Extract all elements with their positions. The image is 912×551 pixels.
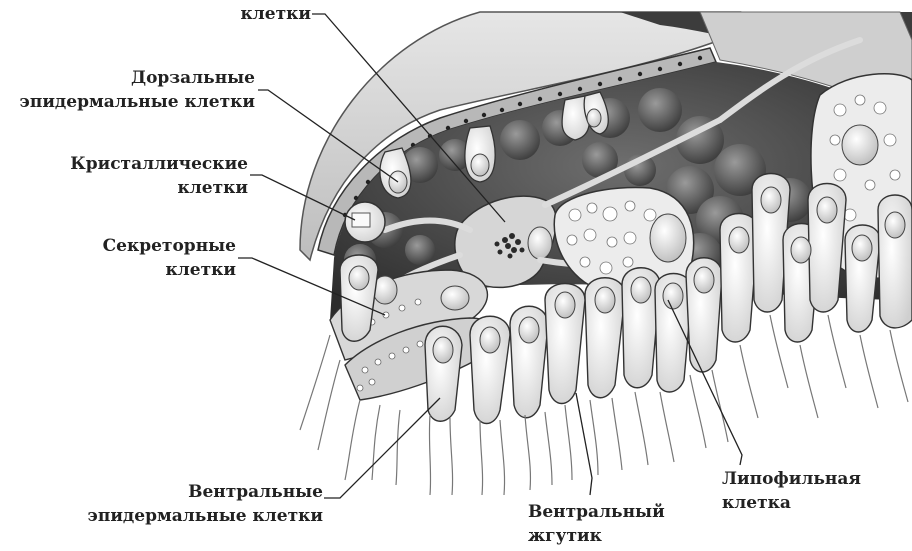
label-dorsal-line2: эпидермальные клетки — [5, 90, 255, 114]
secretory-nucleus-1 — [441, 286, 469, 310]
leader-flagellum — [576, 393, 592, 495]
label-secretory-line2: клетки — [5, 258, 236, 282]
label-crystal-line1: Кристаллические — [5, 152, 248, 176]
label-top-cells: клетки — [216, 2, 311, 26]
label-ventral-epi-line1: Вентральные — [40, 480, 323, 504]
label-ventral-flag-line2: жгутик — [528, 524, 678, 548]
label-dorsal-epidermal-cells: Дорзальные эпидермальные клетки — [5, 66, 255, 114]
label-crystal-cells: Кристаллические клетки — [5, 152, 248, 200]
label-dorsal-line1: Дорзальные — [5, 66, 255, 90]
label-ventral-flagellum: Вентральный жгутик — [528, 500, 678, 548]
label-lipophil-line2: клетка — [722, 491, 872, 515]
label-ventral-epidermal-cells: Вентральные эпидермальные клетки — [40, 480, 323, 528]
label-ventral-flag-line1: Вентральный — [528, 500, 678, 524]
right-cell-nucleus — [842, 125, 878, 165]
fiber-cell-vacuole — [528, 227, 552, 259]
label-lipophil-line1: Липофильная — [722, 467, 872, 491]
label-top-cells-line1: клетки — [216, 2, 311, 26]
label-secretory-cells: Секреторные клетки — [5, 234, 236, 282]
leader-ventral-epi — [324, 398, 440, 498]
label-secretory-line1: Секреторные — [5, 234, 236, 258]
label-crystal-line2: клетки — [5, 176, 248, 200]
label-ventral-epi-line2: эпидермальные клетки — [40, 504, 323, 528]
label-lipophil-cell: Липофильная клетка — [722, 467, 872, 515]
lipophil-nucleus — [650, 214, 686, 262]
